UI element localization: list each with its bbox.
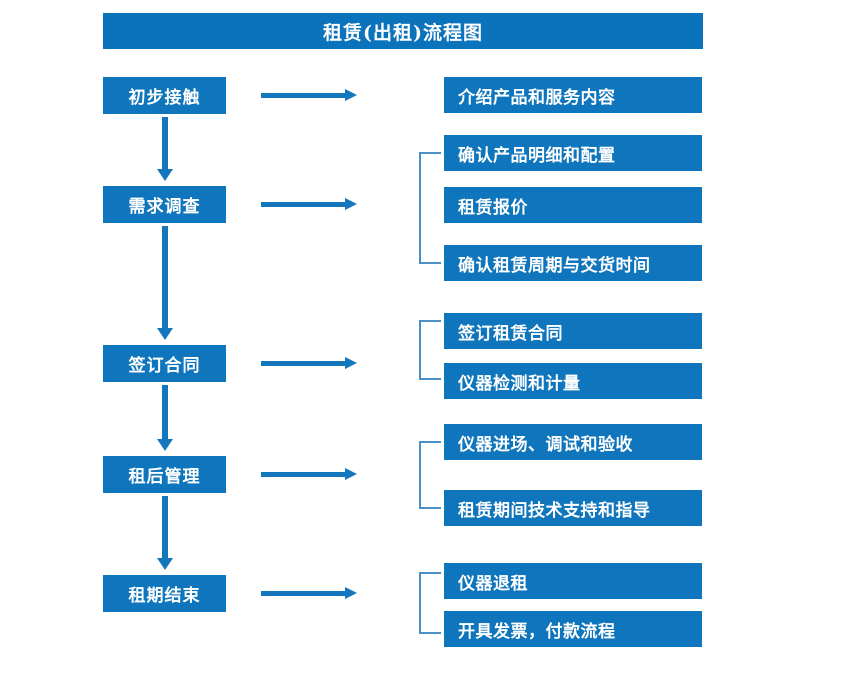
horizontal-arrow-5	[261, 586, 357, 600]
detail-box-kaiju-fapiao-fukuan[interactable]: 开具发票，付款流程	[444, 611, 702, 647]
detail-box-queren-chanpin-mingxi[interactable]: 确认产品明细和配置	[444, 135, 702, 171]
vertical-arrow-4	[157, 496, 173, 570]
detail-box-qianding-zulin-hetong[interactable]: 签订租赁合同	[444, 313, 702, 349]
vertical-arrow-1	[157, 117, 173, 181]
group-bracket-zuhou-guanli	[419, 441, 441, 509]
group-bracket-xuqiu-diaocha	[419, 152, 441, 264]
detail-box-queren-zulin-zhouqi[interactable]: 确认租赁周期与交货时间	[444, 245, 702, 281]
group-bracket-zuqi-jieshu	[419, 572, 441, 634]
vertical-arrow-3	[157, 385, 173, 451]
detail-box-zulin-qijian-jishu-zhichi[interactable]: 租赁期间技术支持和指导	[444, 490, 702, 526]
detail-box-zulin-baojia[interactable]: 租赁报价	[444, 187, 702, 223]
detail-box-yiqi-jinchang-tiaoshi[interactable]: 仪器进场、调试和验收	[444, 424, 702, 460]
detail-box-jieshao-chanpin[interactable]: 介绍产品和服务内容	[444, 77, 702, 113]
stage-box-xuqiu-diaocha[interactable]: 需求调查	[103, 186, 226, 223]
horizontal-arrow-2	[261, 197, 357, 211]
chart-title: 租赁(出租)流程图	[103, 13, 703, 49]
horizontal-arrow-1	[261, 88, 357, 102]
horizontal-arrow-3	[261, 356, 357, 370]
stage-box-zuqi-jieshu[interactable]: 租期结束	[103, 575, 226, 612]
group-bracket-qianding-hetong	[419, 320, 441, 380]
detail-box-yiqi-tuizu[interactable]: 仪器退租	[444, 563, 702, 599]
vertical-arrow-2	[157, 226, 173, 340]
horizontal-arrow-4	[261, 467, 357, 481]
stage-box-zuhou-guanli[interactable]: 租后管理	[103, 456, 226, 493]
detail-box-yiqi-jiance-jiliang[interactable]: 仪器检测和计量	[444, 363, 702, 399]
stage-box-qianding-hetong[interactable]: 签订合同	[103, 345, 226, 382]
stage-box-chubu-jiechu[interactable]: 初步接触	[103, 77, 226, 114]
